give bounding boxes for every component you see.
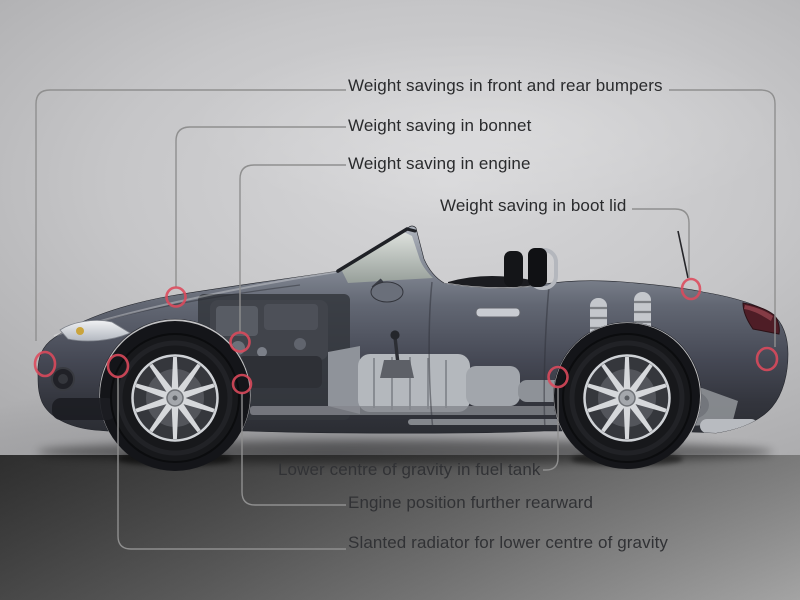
windshield-header (405, 227, 417, 233)
label-bonnet: Weight saving in bonnet (348, 116, 532, 135)
callout-radiator (117, 377, 346, 550)
door-mirror (370, 281, 404, 303)
a-pillar (336, 227, 409, 273)
front-wheel (110, 333, 240, 463)
label-front-rear-bumpers: Weight savings in front and rear bumpers (348, 76, 663, 95)
headlight (59, 320, 131, 342)
door-seam-rear (543, 285, 550, 431)
callout-front-bumper (35, 89, 346, 341)
indicator-lamp (76, 327, 84, 335)
callout-rear-bumper (669, 89, 776, 347)
rear-wheel (562, 333, 692, 463)
label-engine: Weight saving in engine (348, 154, 531, 173)
door-handle (475, 307, 521, 318)
label-engine-position: Engine position further rearward (348, 493, 594, 512)
callout-lines (35, 89, 776, 550)
door-seam-front (428, 281, 434, 432)
fog-light-inner (58, 374, 68, 384)
label-radiator: Slanted radiator for lower centre of gra… (348, 533, 668, 552)
marker-rear-bumper (755, 346, 779, 372)
marker-engine (229, 331, 251, 353)
marker-fuel-tank (547, 365, 569, 389)
gear-lever (393, 335, 400, 366)
exhaust-muffler (700, 419, 758, 433)
callout-engine (239, 164, 346, 332)
callout-bonnet (175, 126, 346, 287)
studio-floor (0, 455, 800, 600)
marker-radiator (106, 353, 130, 379)
headrest-driver (528, 248, 547, 287)
label-fuel-tank: Lower centre of gravity in fuel tank (278, 460, 541, 479)
headrest-passenger (504, 251, 523, 287)
callout-boot-lid (632, 208, 690, 278)
bonnet-seam (94, 284, 301, 324)
marker-boot-lid (680, 277, 702, 301)
markers (33, 277, 779, 395)
tail-light-highlight (744, 305, 773, 321)
marker-gearbox (231, 373, 253, 395)
marker-bonnet (165, 286, 187, 308)
label-boot-lid: Weight saving in boot lid (440, 196, 627, 215)
front-intake (52, 398, 116, 420)
windshield-glass (341, 232, 433, 283)
marker-front-bumper (33, 350, 57, 378)
callout-fuel-tank (543, 388, 559, 471)
antenna (677, 230, 689, 279)
callout-engine-position (241, 393, 346, 506)
